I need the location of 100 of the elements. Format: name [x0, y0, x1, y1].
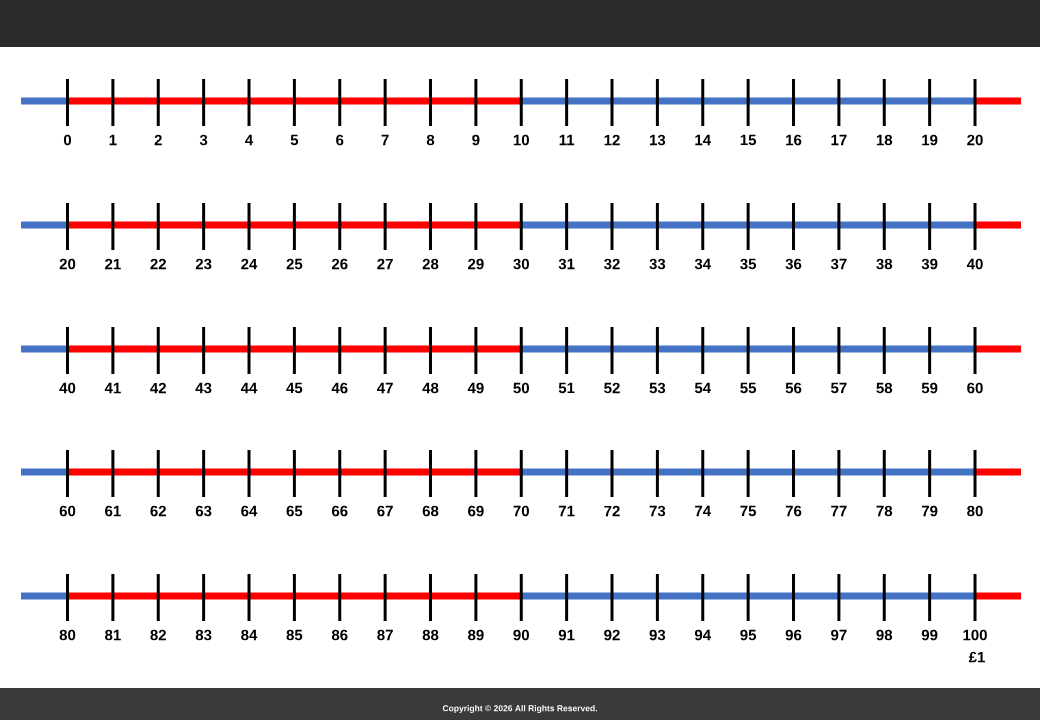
number-label: 77 — [831, 505, 847, 517]
copyright-text: Copyright © 2026 All Rights Reserved. — [442, 705, 597, 713]
number-label: 92 — [604, 629, 620, 641]
number-label: 91 — [558, 629, 575, 641]
number-label: 62 — [150, 505, 166, 517]
number-label: 8 — [426, 134, 435, 146]
number-label: 95 — [740, 629, 757, 641]
number-label: 86 — [331, 629, 348, 641]
number-label: 75 — [740, 505, 757, 517]
number-label: 16 — [786, 134, 802, 146]
number-label: 99 — [921, 629, 938, 641]
number-label: 27 — [377, 258, 393, 270]
number-label: 63 — [195, 505, 212, 517]
number-label: 64 — [241, 505, 258, 517]
number-label: 31 — [558, 258, 575, 270]
number-label: 60 — [967, 382, 983, 394]
number-label: 79 — [921, 505, 938, 517]
number-label: 58 — [876, 382, 893, 394]
number-label: 3 — [199, 134, 208, 146]
number-label: 83 — [195, 629, 212, 641]
number-label: 46 — [331, 382, 348, 394]
number-label: 53 — [649, 382, 666, 394]
number-label: 20 — [967, 134, 983, 146]
number-label: 71 — [558, 505, 575, 517]
number-label: 32 — [604, 258, 620, 270]
number-label: 56 — [785, 382, 802, 394]
number-label: 18 — [876, 134, 893, 146]
number-label: 85 — [286, 629, 303, 641]
number-label: 80 — [967, 505, 983, 517]
number-label: 24 — [241, 258, 258, 270]
number-label: 51 — [558, 382, 575, 394]
number-label: 69 — [468, 505, 484, 517]
number-label: 19 — [922, 134, 938, 146]
number-label: 4 — [245, 134, 254, 146]
number-label: 28 — [422, 258, 439, 270]
number-label: 37 — [830, 258, 847, 270]
number-label: 13 — [650, 134, 666, 146]
number-label: 15 — [740, 134, 757, 146]
number-label: 36 — [785, 258, 802, 270]
number-label: 11 — [559, 134, 575, 146]
number-label: 97 — [831, 629, 847, 641]
number-label: 49 — [467, 382, 484, 394]
number-label: 59 — [921, 382, 938, 394]
number-label: 65 — [286, 505, 303, 517]
number-label: 29 — [468, 258, 484, 270]
number-label: 26 — [331, 258, 348, 270]
number-label: 66 — [331, 505, 348, 517]
number-label: 39 — [921, 258, 938, 270]
number-label: 68 — [422, 505, 439, 517]
number-label: 72 — [604, 505, 620, 517]
number-label: 61 — [105, 505, 121, 517]
number-label: 87 — [377, 629, 393, 641]
number-label: 2 — [154, 134, 162, 146]
number-label: 48 — [422, 382, 439, 394]
number-label: 98 — [876, 629, 893, 641]
number-label: 42 — [150, 382, 166, 394]
number-label: 73 — [649, 505, 666, 517]
number-label: 60 — [59, 505, 76, 517]
number-label: 43 — [195, 382, 212, 394]
number-label: 93 — [649, 629, 666, 641]
number-label: 20 — [59, 258, 76, 270]
number-label: 81 — [105, 629, 121, 641]
number-label: 12 — [604, 134, 620, 146]
number-label: 9 — [472, 134, 480, 146]
number-label: 25 — [286, 258, 303, 270]
number-label: 38 — [876, 258, 893, 270]
number-label: 35 — [740, 258, 757, 270]
number-label: 34 — [694, 258, 711, 270]
number-label: 57 — [831, 382, 847, 394]
number-label: 78 — [876, 505, 893, 517]
number-label: 17 — [831, 134, 847, 146]
number-label: 23 — [195, 258, 212, 270]
number-label: 70 — [513, 505, 529, 517]
number-label: 40 — [59, 382, 76, 394]
number-label: 40 — [966, 258, 983, 270]
number-label: 44 — [240, 382, 258, 394]
number-label: 21 — [105, 258, 121, 270]
number-label: 41 — [104, 382, 121, 394]
number-label: 10 — [513, 134, 529, 146]
number-label: 84 — [241, 629, 258, 641]
number-label: 100 — [963, 629, 987, 641]
number-label: 1 — [109, 134, 117, 146]
number-label: 96 — [785, 629, 802, 641]
number-label: £1 — [968, 651, 985, 663]
number-label: 30 — [513, 258, 529, 270]
number-label: 89 — [468, 629, 484, 641]
number-label: 5 — [290, 134, 299, 146]
number-label: 94 — [694, 629, 711, 641]
number-label: 90 — [513, 629, 529, 641]
number-label: 88 — [422, 629, 439, 641]
number-label: 7 — [381, 134, 389, 146]
number-label: 6 — [336, 134, 344, 146]
number-label: 54 — [694, 382, 711, 394]
number-label: 45 — [286, 382, 303, 394]
number-label: 67 — [377, 505, 393, 517]
number-label: 52 — [604, 382, 620, 394]
number-label: 80 — [59, 629, 76, 641]
number-label: 0 — [63, 134, 72, 146]
number-label: 55 — [740, 382, 757, 394]
number-label: 74 — [695, 505, 711, 517]
